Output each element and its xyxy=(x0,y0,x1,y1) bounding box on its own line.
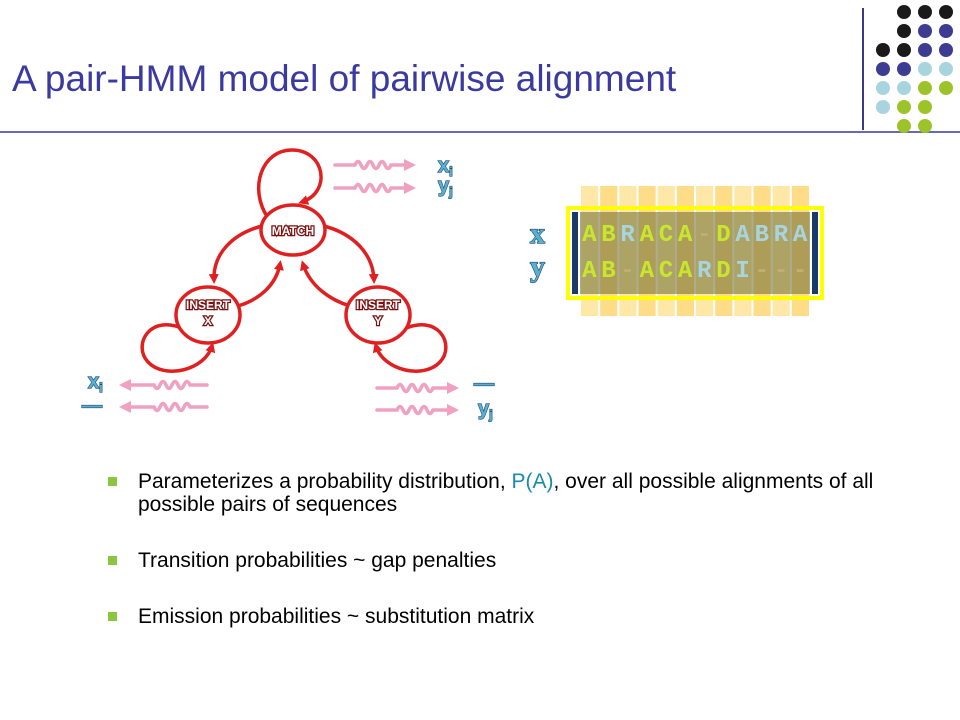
decor-dot xyxy=(876,43,890,57)
emission-match-y: yj xyxy=(438,175,453,199)
decor-dot xyxy=(897,43,911,57)
emission-inserty-gap: — xyxy=(474,373,494,395)
square-bullet-icon xyxy=(108,612,117,621)
bullet-list: Parameterizes a probability distribution… xyxy=(108,470,928,628)
bullet-1-text-pre: Parameterizes a probability distribution… xyxy=(138,470,512,493)
decor-vertical-line xyxy=(862,8,864,130)
decor-dot xyxy=(918,100,932,114)
alignment-label-x: x xyxy=(530,217,545,250)
alignment-char: A xyxy=(735,222,750,249)
state-insert-x-label-1: INSERT xyxy=(186,298,231,312)
alignment-char: R xyxy=(697,258,712,285)
insertx-to-match-arrow xyxy=(237,260,284,308)
alignment-char: C xyxy=(659,258,674,285)
alignment-char: A xyxy=(640,258,655,285)
state-insert-x-label-2: X xyxy=(204,314,212,328)
state-insert-y: INSERT Y xyxy=(344,285,412,345)
squiggle-inserty-bottom xyxy=(375,404,459,416)
alignment-char: B xyxy=(755,222,770,249)
alignment-label-y: y xyxy=(530,250,545,283)
insertx-self-loop-arrow xyxy=(140,323,216,373)
alignment-char: A xyxy=(678,222,693,249)
alignment-char: C xyxy=(659,222,674,249)
inserty-self-loop-arrow xyxy=(372,323,448,373)
decor-dot xyxy=(897,5,911,19)
bullet-item: Emission probabilities ~ substitution ma… xyxy=(108,605,928,628)
square-bullet-icon xyxy=(108,556,117,565)
bullet-1-highlight: P(A) xyxy=(511,470,554,493)
decor-dot xyxy=(876,100,890,114)
bullet-item: Transition probabilities ~ gap penalties xyxy=(108,549,928,572)
bullet-2-text: Transition probabilities ~ gap penalties xyxy=(138,549,497,572)
alignment-char: B xyxy=(601,258,616,285)
match-self-loop-arrow xyxy=(257,148,323,219)
bullet-item: Parameterizes a probability distribution… xyxy=(108,470,928,516)
inserty-to-match-arrow xyxy=(300,260,351,308)
pair-hmm-diagram: MATCH INSERT X INSERT Y xi yj xi — — yj … xyxy=(81,148,824,423)
squiggle-match-top xyxy=(333,159,416,171)
alignment-char: D xyxy=(716,222,731,249)
bullet-3-text: Emission probabilities ~ substitution ma… xyxy=(138,605,535,628)
state-match-label: MATCH xyxy=(272,224,314,238)
alignment-char: I xyxy=(735,258,750,285)
alignment-char: R xyxy=(774,222,789,249)
decor-dot xyxy=(939,43,953,57)
alignment-char: A xyxy=(793,222,808,249)
squiggle-insertx-top xyxy=(119,379,209,391)
emission-match-x: xi xyxy=(438,155,453,179)
decor-dot xyxy=(918,81,932,95)
decor-dot xyxy=(897,24,911,38)
title-divider xyxy=(0,131,960,133)
alignment-char: D xyxy=(716,258,731,285)
state-insert-y-label-2: Y xyxy=(374,314,382,328)
state-insert-y-label-1: INSERT xyxy=(356,298,401,312)
transition-arrows xyxy=(140,148,448,373)
state-insert-x: INSERT X xyxy=(174,285,242,345)
alignment-char: A xyxy=(582,222,597,249)
decor-dot xyxy=(939,81,953,95)
alignment-char: - xyxy=(774,258,789,285)
alignment-char: B xyxy=(601,222,616,249)
match-to-inserty-arrow xyxy=(323,224,379,284)
emission-insertx-gap: — xyxy=(82,395,102,417)
slide-title: A pair-HMM model of pairwise alignment xyxy=(12,58,677,99)
alignment-char: - xyxy=(793,258,808,285)
alignment-char: A xyxy=(582,258,597,285)
emission-insertx-x: xi xyxy=(88,371,103,395)
alignment-char: - xyxy=(697,222,712,249)
decor-dot xyxy=(918,5,932,19)
decor-dot xyxy=(939,62,953,76)
alignment-char: A xyxy=(678,258,693,285)
decor-dot xyxy=(939,24,953,38)
decor-dot xyxy=(897,62,911,76)
squiggle-inserty-top xyxy=(375,382,459,394)
square-bullet-icon xyxy=(108,477,117,486)
alignment-char: R xyxy=(620,222,635,249)
squiggle-insertx-bottom xyxy=(119,401,209,413)
decor-dot xyxy=(939,5,953,19)
decor-dot xyxy=(918,62,932,76)
bullet-1-text-post: , over all possible alignments of all po… xyxy=(138,470,874,516)
state-match: MATCH xyxy=(259,203,327,257)
decor-dot xyxy=(918,43,932,57)
alignment-char: A xyxy=(640,222,655,249)
emission-inserty-y: yj xyxy=(478,398,493,422)
decor-dot xyxy=(897,100,911,114)
match-to-insertx-arrow xyxy=(208,224,263,284)
alignment-char: - xyxy=(755,258,770,285)
alignment-char: - xyxy=(620,258,635,285)
decor-dot xyxy=(876,62,890,76)
decor-dot xyxy=(876,81,890,95)
decor-dot xyxy=(897,81,911,95)
squiggle-match-bottom xyxy=(333,182,416,194)
decor-dot xyxy=(918,24,932,38)
